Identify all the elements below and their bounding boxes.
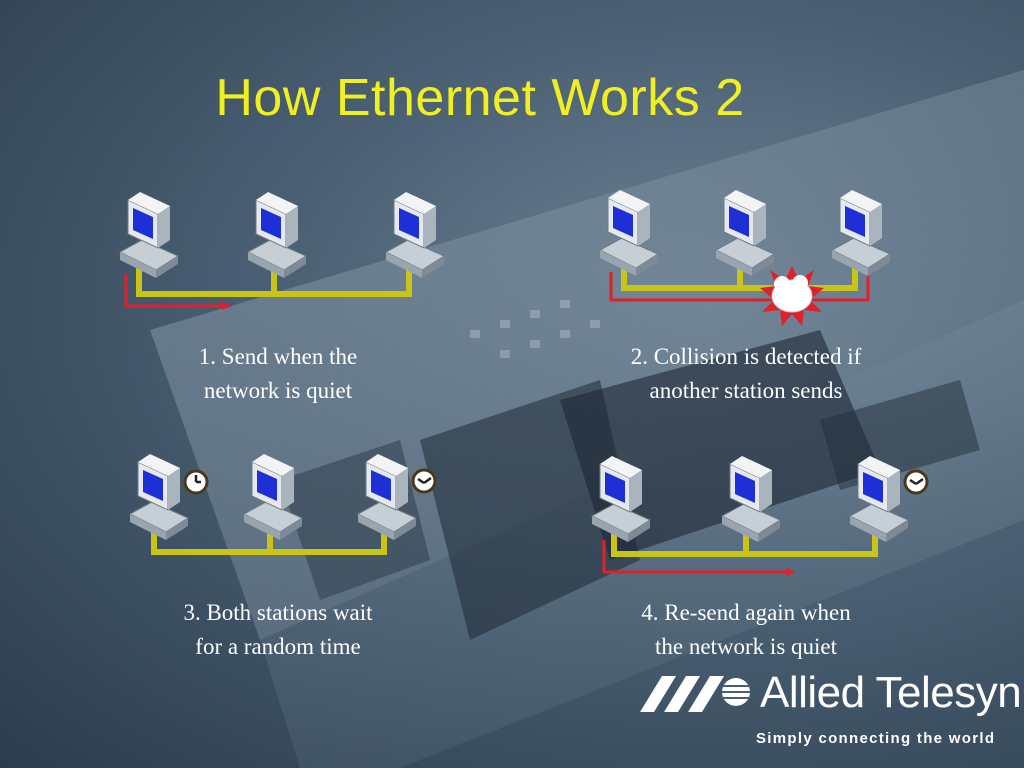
scenario-4-resend xyxy=(591,455,929,576)
computer-icon xyxy=(247,191,307,279)
caption-2: 2. Collision is detected if another stat… xyxy=(630,344,862,403)
logo-mark-icon xyxy=(640,676,750,712)
slide-title: How Ethernet Works 2 xyxy=(215,69,745,127)
computer-icon xyxy=(721,455,781,543)
caption-3: 3. Both stations wait for a random time xyxy=(183,600,373,659)
computer-icon xyxy=(715,189,775,277)
scenario-3-wait xyxy=(129,453,437,555)
scenario-2-collision xyxy=(599,189,891,326)
computer-icon xyxy=(129,453,189,541)
computer-icon xyxy=(831,189,891,277)
clock-icon xyxy=(411,468,437,494)
computer-icon xyxy=(385,191,445,279)
company-logo-name: Allied Telesyn xyxy=(760,668,1022,717)
computer-icon xyxy=(591,455,651,543)
caption-1: 1. Send when the network is quiet xyxy=(198,344,358,403)
collision-burst-icon xyxy=(760,266,824,326)
computer-icon xyxy=(357,453,417,541)
computer-icon xyxy=(849,455,909,543)
clock-icon xyxy=(903,469,929,495)
company-tagline: Simply connecting the world xyxy=(756,730,996,747)
scenario-1-send xyxy=(119,191,445,310)
computer-icon xyxy=(243,453,303,541)
computer-icon xyxy=(599,189,659,277)
caption-4: 4. Re-send again when the network is qui… xyxy=(641,600,851,659)
computer-icon xyxy=(119,191,179,279)
clock-icon xyxy=(183,469,209,495)
